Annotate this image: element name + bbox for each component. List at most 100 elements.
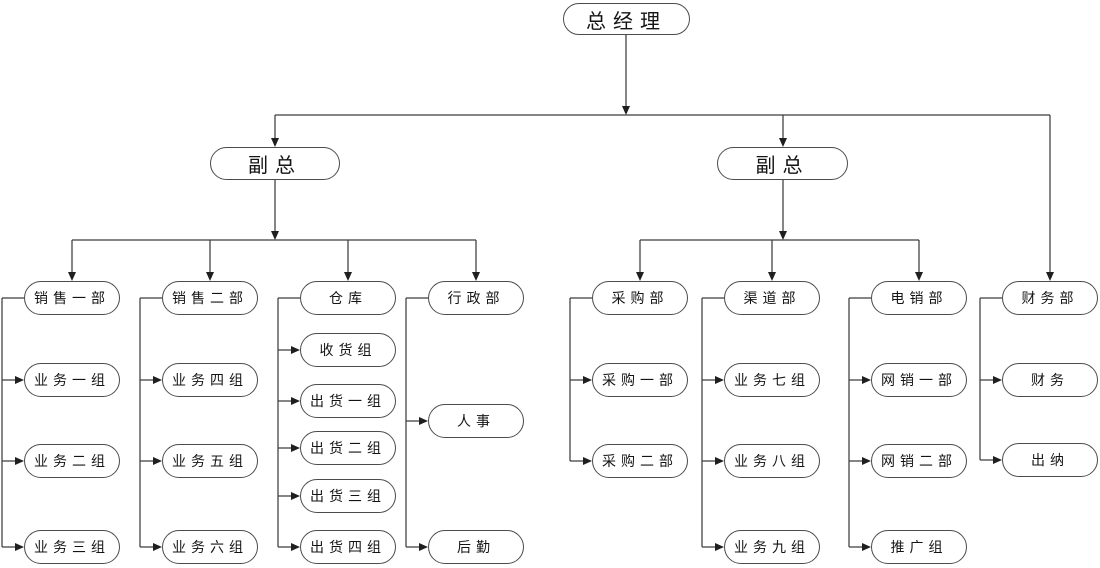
arrow-right-icon: [15, 543, 24, 551]
node-admin-dept: 行政部: [428, 281, 524, 315]
arrow-down-icon: [271, 138, 279, 147]
node-biz-group-6: 业务六组: [162, 530, 258, 564]
node-cashier-group: 出纳: [1002, 443, 1098, 477]
arrow-right-icon: [419, 543, 428, 551]
arrow-right-icon: [291, 543, 300, 551]
node-online-sales-1: 网销一部: [871, 363, 967, 397]
arrow-right-icon: [419, 417, 428, 425]
purchasing-dept-label: 采购部: [611, 291, 669, 307]
node-finance-dept: 财务部: [1002, 281, 1098, 315]
online-sales-1-label: 网销一部: [881, 373, 957, 389]
arrow-down-icon: [779, 231, 787, 240]
biz-group-7-label: 业务七组: [734, 373, 810, 389]
arrow-right-icon: [715, 376, 724, 384]
receiving-group-label: 收货组: [319, 343, 377, 359]
arrow-right-icon: [862, 376, 871, 384]
node-sales-dept-1: 销售一部: [24, 281, 120, 315]
biz-group-3-label: 业务三组: [34, 540, 110, 556]
biz-group-6-label: 业务六组: [172, 540, 248, 556]
arrow-right-icon: [715, 457, 724, 465]
telesales-dept-label: 电销部: [890, 291, 948, 307]
node-biz-group-3: 业务三组: [24, 530, 120, 564]
arrow-down-icon: [1046, 272, 1054, 281]
node-shipping-group-2: 出货二组: [300, 431, 396, 465]
arrow-right-icon: [715, 543, 724, 551]
shipping-group-1-label: 出货一组: [310, 394, 386, 410]
node-sales-dept-2: 销售二部: [162, 281, 258, 315]
vice-gm-right-label: 副总: [755, 153, 810, 177]
arrow-right-icon: [15, 376, 24, 384]
node-logistics-group: 后勤: [428, 530, 524, 564]
arrow-down-icon: [68, 272, 76, 281]
arrow-right-icon: [15, 457, 24, 465]
shipping-group-4-label: 出货四组: [310, 540, 386, 556]
biz-group-2-label: 业务二组: [34, 454, 110, 470]
arrow-right-icon: [862, 543, 871, 551]
node-general-manager: 总经理: [563, 3, 690, 35]
general-manager-label: 总经理: [586, 8, 667, 33]
arrow-down-icon: [271, 231, 279, 240]
cashier-group-label: 出纳: [1031, 453, 1069, 469]
arrow-down-icon: [636, 272, 644, 281]
arrow-right-icon: [291, 397, 300, 405]
node-biz-group-2: 业务二组: [24, 444, 120, 478]
arrow-down-icon: [472, 272, 480, 281]
node-hr-group: 人事: [428, 404, 524, 438]
node-online-sales-2: 网销二部: [871, 444, 967, 478]
node-biz-group-5: 业务五组: [162, 444, 258, 478]
hr-group-label: 人事: [457, 414, 495, 430]
node-receiving-group: 收货组: [300, 333, 396, 367]
arrow-right-icon: [153, 543, 162, 551]
arrow-down-icon: [915, 272, 923, 281]
arrow-down-icon: [622, 106, 630, 115]
arrow-right-icon: [583, 457, 592, 465]
sales-dept-2-label: 销售二部: [172, 291, 248, 307]
arrow-right-icon: [291, 492, 300, 500]
node-biz-group-4: 业务四组: [162, 363, 258, 397]
node-biz-group-1: 业务一组: [24, 363, 120, 397]
shipping-group-3-label: 出货三组: [310, 489, 386, 505]
purchasing-sec-2-label: 采购二部: [602, 454, 678, 470]
arrow-down-icon: [768, 272, 776, 281]
biz-group-5-label: 业务五组: [172, 454, 248, 470]
node-biz-group-7: 业务七组: [724, 363, 820, 397]
node-purchasing-sec-1: 采购一部: [592, 363, 688, 397]
node-biz-group-8: 业务八组: [724, 444, 820, 478]
channel-dept-label: 渠道部: [743, 291, 801, 307]
node-vice-gm-right: 副总: [717, 147, 848, 180]
arrow-right-icon: [583, 376, 592, 384]
node-shipping-group-3: 出货三组: [300, 479, 396, 513]
node-vice-gm-left: 副总: [210, 147, 340, 180]
finance-group-label: 财务: [1031, 373, 1069, 389]
arrow-right-icon: [993, 376, 1002, 384]
warehouse-label: 仓库: [329, 291, 367, 307]
biz-group-1-label: 业务一组: [34, 373, 110, 389]
vice-gm-left-label: 副总: [248, 153, 302, 177]
arrow-down-icon: [344, 272, 352, 281]
arrow-right-icon: [862, 457, 871, 465]
node-finance-group: 财务: [1002, 363, 1098, 397]
node-shipping-group-1: 出货一组: [300, 384, 396, 418]
arrow-right-icon: [153, 457, 162, 465]
arrow-right-icon: [993, 456, 1002, 464]
node-promotion-group: 推广组: [871, 530, 967, 564]
node-biz-group-9: 业务九组: [724, 530, 820, 564]
node-telesales-dept: 电销部: [871, 281, 967, 315]
node-warehouse: 仓库: [300, 281, 396, 315]
logistics-group-label: 后勤: [457, 540, 495, 556]
promotion-group-label: 推广组: [890, 540, 948, 556]
admin-dept-label: 行政部: [447, 291, 505, 307]
arrow-right-icon: [153, 376, 162, 384]
node-purchasing-sec-2: 采购二部: [592, 444, 688, 478]
node-purchasing-dept: 采购部: [592, 281, 688, 315]
node-channel-dept: 渠道部: [724, 281, 820, 315]
arrow-down-icon: [206, 272, 214, 281]
arrow-right-icon: [291, 346, 300, 354]
shipping-group-2-label: 出货二组: [310, 441, 386, 457]
arrow-right-icon: [291, 444, 300, 452]
biz-group-4-label: 业务四组: [172, 373, 248, 389]
purchasing-sec-1-label: 采购一部: [602, 373, 678, 389]
finance-dept-label: 财务部: [1021, 291, 1079, 307]
